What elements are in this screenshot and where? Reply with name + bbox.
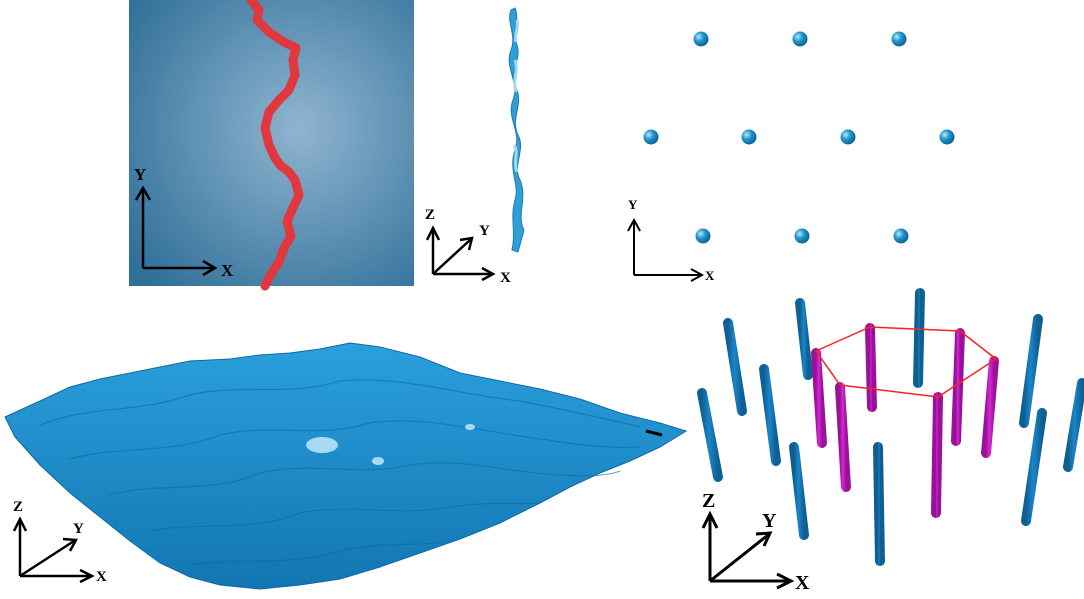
sphere	[840, 129, 856, 145]
sphere	[643, 129, 659, 145]
z-axis-arrowhead	[12, 516, 28, 532]
y-axis-arrowhead	[62, 537, 79, 552]
x-axis-label: X	[795, 572, 810, 594]
y-axis-line	[19, 539, 75, 578]
y-axis-arrowhead	[627, 217, 641, 232]
sphere	[893, 228, 909, 244]
panel-e-svg: Z Y X	[697, 288, 1084, 594]
axes-3d	[425, 225, 496, 282]
surface	[4, 342, 688, 590]
z-axis-label: Z	[13, 499, 23, 515]
magenta-rod	[951, 328, 965, 446]
sphere	[794, 228, 810, 244]
panel-c-svg: Y X	[627, 31, 955, 283]
sphere	[695, 228, 711, 244]
axes-3d	[701, 510, 795, 590]
blue-rod	[1019, 314, 1043, 428]
panel-d-svg: Z Y X	[4, 342, 688, 590]
sphere	[792, 31, 808, 47]
panel-twisted-ribbon: Z Y X	[420, 0, 550, 290]
magenta-rod	[981, 356, 999, 458]
blue-rod	[1063, 378, 1084, 472]
surface-ridges	[39, 379, 641, 566]
magenta-rod	[931, 392, 943, 518]
hexagon-outline	[814, 326, 998, 398]
magenta-rod	[865, 323, 877, 412]
sphere	[693, 31, 709, 47]
x-axis-arrowhead	[79, 568, 95, 584]
panel-rough-surface: Z Y X	[0, 335, 690, 599]
panel-wavy-line: Y X	[129, 0, 414, 291]
blue-rod	[1021, 408, 1047, 526]
panel-sphere-lattice: Y X	[600, 0, 980, 290]
twisted-ribbon	[508, 7, 525, 253]
blue-rod	[759, 364, 781, 466]
x-axis-label: X	[705, 268, 715, 283]
blue-rod	[873, 442, 885, 566]
y-axis-arrowhead	[755, 531, 773, 547]
sphere	[939, 129, 955, 145]
red-wavy-line	[246, 0, 304, 291]
blue-rod	[913, 288, 925, 388]
y-axis-arrowhead	[459, 236, 474, 251]
x-axis-label: X	[221, 261, 234, 280]
panel-a-svg: Y X	[129, 0, 414, 291]
x-axis-arrowhead	[202, 259, 218, 277]
panel-cylinder-array: Z Y X	[690, 285, 1084, 599]
x-axis-arrowhead	[481, 266, 496, 282]
magenta-rod	[835, 382, 851, 492]
y-axis-line	[709, 533, 769, 583]
x-axis-label: X	[96, 569, 107, 585]
x-axis-label: X	[500, 270, 511, 286]
ribbon-highlight	[512, 19, 519, 173]
surface-highlights	[306, 424, 475, 465]
blue-rod	[697, 388, 723, 482]
sphere	[741, 129, 757, 145]
z-axis-label: Z	[702, 490, 715, 512]
ring-rods	[811, 323, 999, 518]
y-axis-label: Y	[73, 521, 84, 537]
magenta-rod	[811, 348, 827, 448]
z-axis-label: Z	[425, 207, 435, 223]
axes-2d	[134, 185, 218, 277]
blue-rod	[789, 442, 809, 540]
outer-rods	[697, 288, 1084, 566]
x-axis-arrowhead	[690, 268, 705, 282]
axes-2d	[627, 217, 705, 282]
sphere-group	[643, 31, 955, 244]
z-axis-arrowhead	[425, 225, 441, 241]
y-axis-label: Y	[134, 165, 146, 184]
z-axis-arrowhead	[701, 510, 719, 529]
y-axis-label: Y	[762, 510, 777, 532]
panel-b-svg: Z Y X	[425, 7, 525, 286]
y-axis-label: Y	[479, 223, 490, 239]
y-axis-label: Y	[628, 197, 638, 212]
y-axis-arrowhead	[134, 185, 152, 201]
blue-rod	[795, 298, 813, 380]
sphere	[891, 31, 907, 47]
blue-rod	[723, 318, 747, 416]
axes-3d	[12, 516, 95, 584]
y-axis-line	[432, 239, 471, 275]
surface-edge-mark	[645, 429, 663, 437]
x-axis-arrowhead	[776, 572, 795, 590]
